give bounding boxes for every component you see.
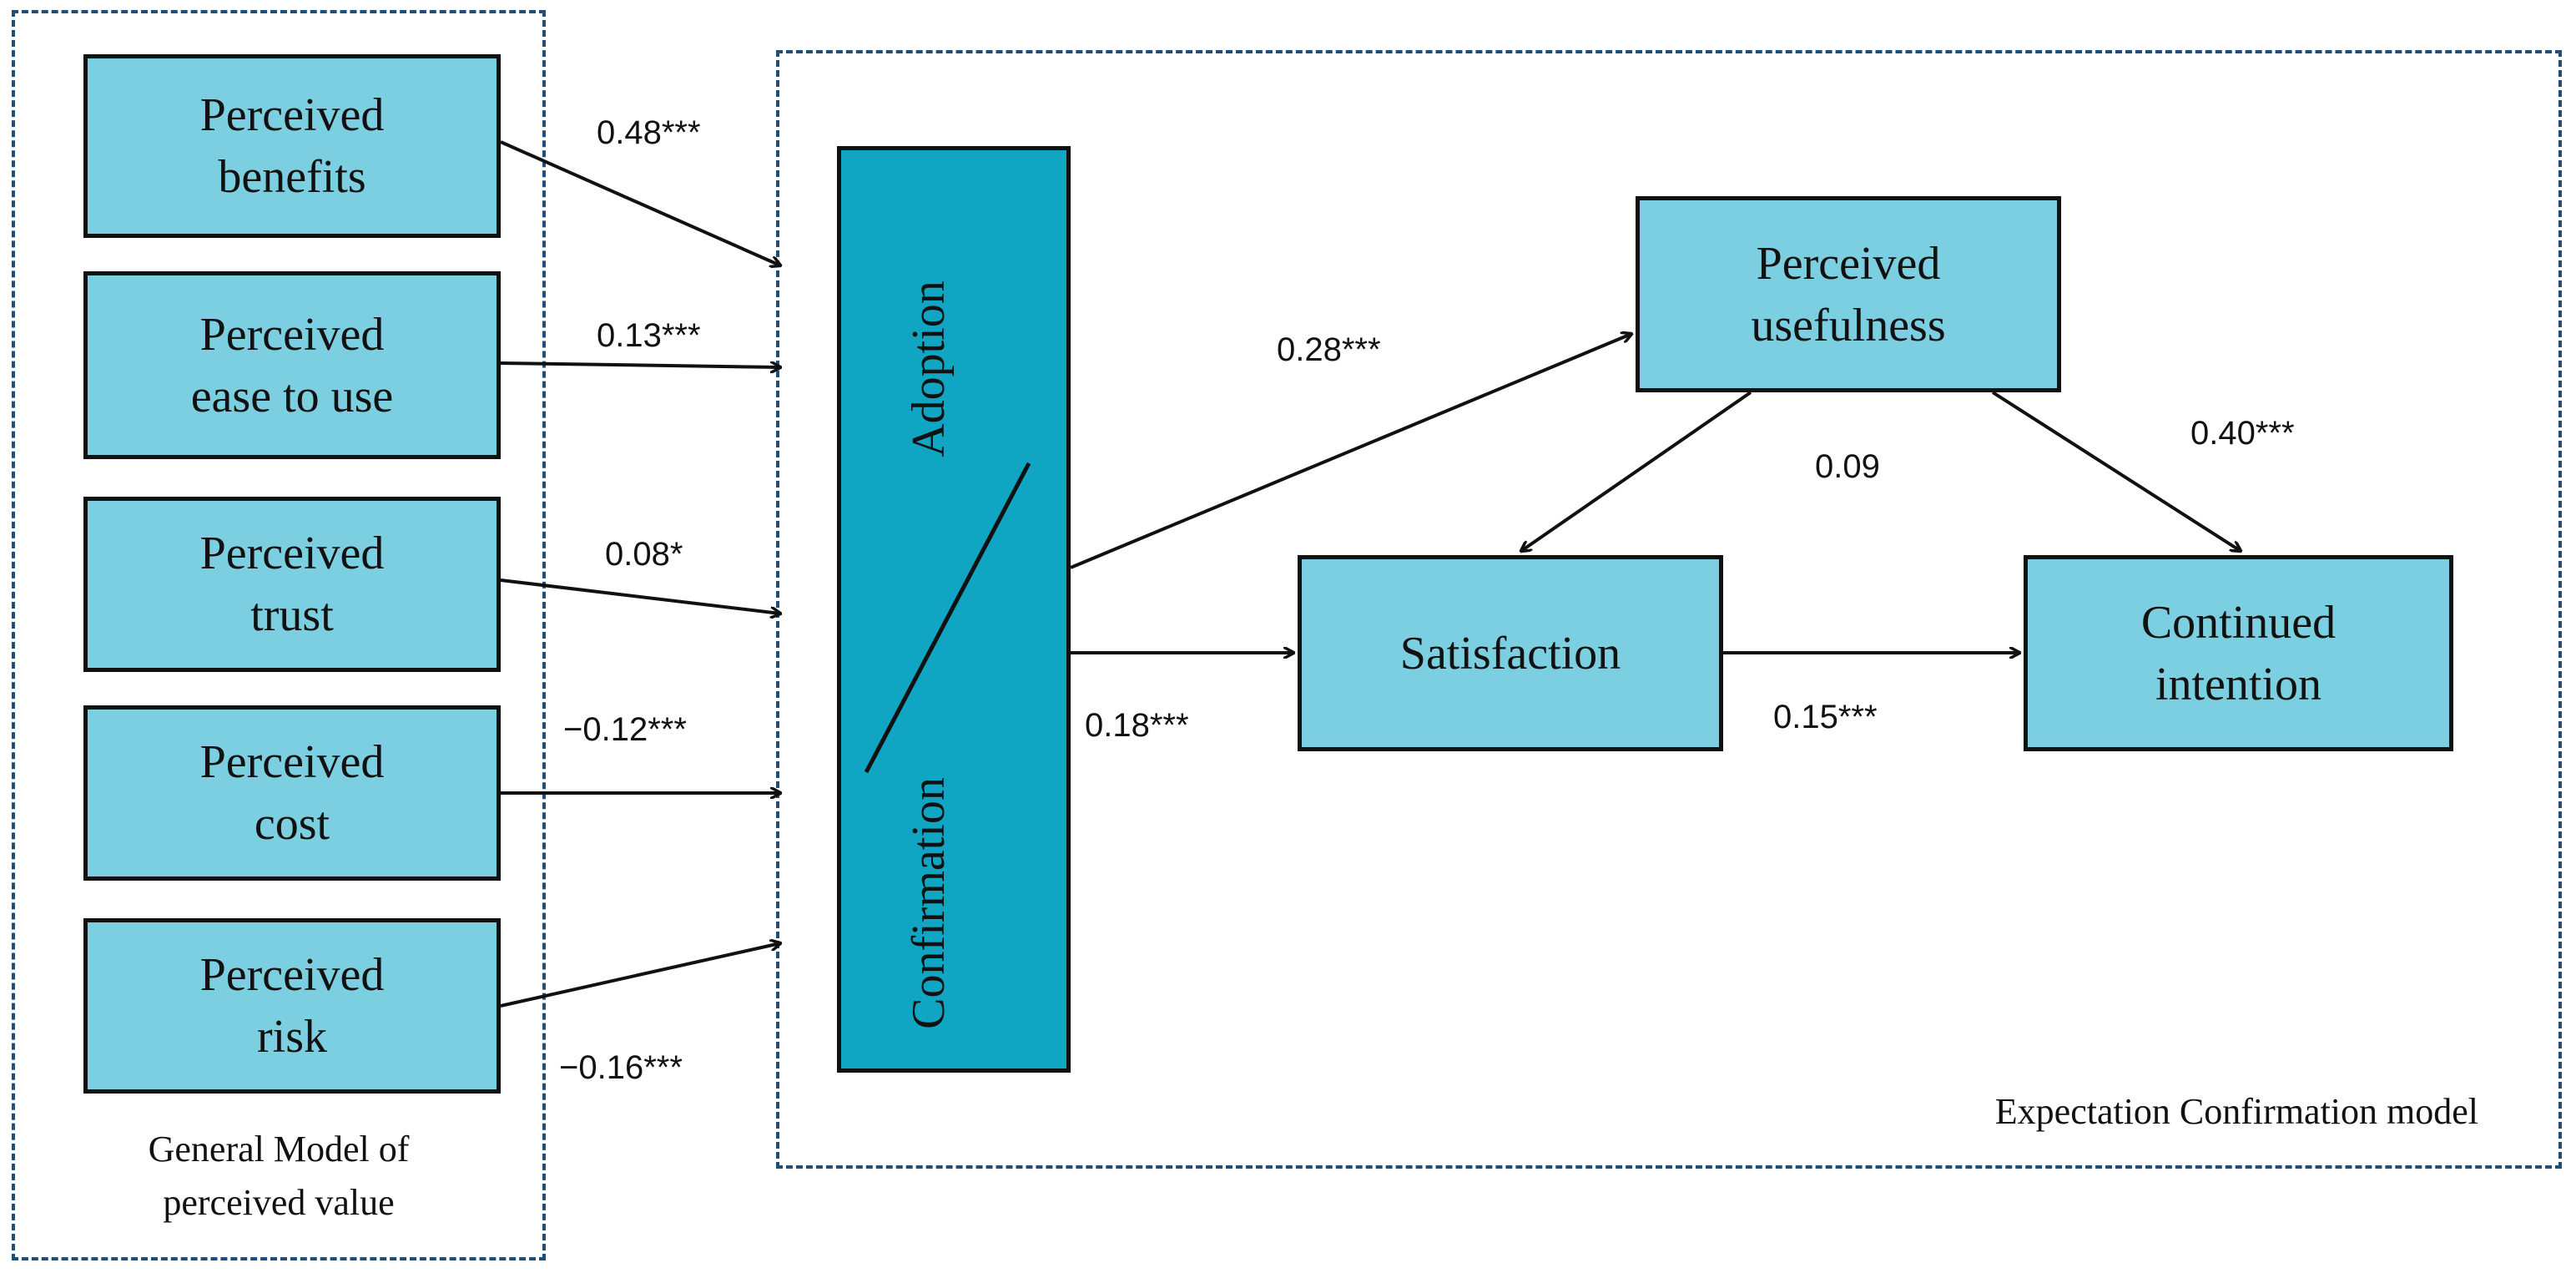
general-model-caption: General Model of perceived value [148, 1129, 410, 1223]
coef-ease: 0.13*** [597, 317, 701, 354]
arrow-usefulness-intention [1991, 391, 2241, 551]
perceived-risk-node: Perceived risk [83, 918, 501, 1094]
coef-usefulness-intention: 0.40*** [2190, 415, 2295, 452]
arrow-trust [500, 578, 780, 614]
arrow-ease [500, 363, 780, 367]
continued-intention-node: Continued intention [2024, 555, 2453, 751]
coef-satisfaction-intention: 0.15*** [1773, 699, 1878, 735]
arrow-adoption-usefulness [1070, 334, 1631, 569]
coef-trust: 0.08* [605, 536, 683, 573]
perceived-usefulness-node: Perceived usefulness [1636, 196, 2061, 392]
perceived-trust-node: Perceived trust [83, 497, 501, 672]
coef-cost: −0.12*** [563, 711, 687, 748]
coef-adoption-usefulness: 0.28*** [1277, 331, 1381, 368]
ecm-caption: Expectation Confirmation model [1994, 1091, 2478, 1132]
arrow-usefulness-satisfaction [1521, 391, 1752, 551]
general-model-group [12, 10, 546, 1260]
coef-usefulness-satisfaction: 0.09 [1815, 448, 1880, 485]
perceived-benefits-node: Perceived benefits [83, 54, 501, 238]
perceived-ease-node: Perceived ease to use [83, 271, 501, 459]
coef-adoption-satisfaction: 0.18*** [1085, 707, 1189, 744]
coef-risk: −0.16*** [559, 1049, 683, 1086]
satisfaction-node: Satisfaction [1298, 555, 1723, 751]
coef-benefits: 0.48*** [597, 114, 701, 151]
perceived-cost-node: Perceived cost [83, 705, 501, 881]
arrow-risk [500, 943, 780, 1008]
adoption-confirmation-divider [864, 462, 1031, 774]
arrow-benefits [500, 140, 780, 265]
